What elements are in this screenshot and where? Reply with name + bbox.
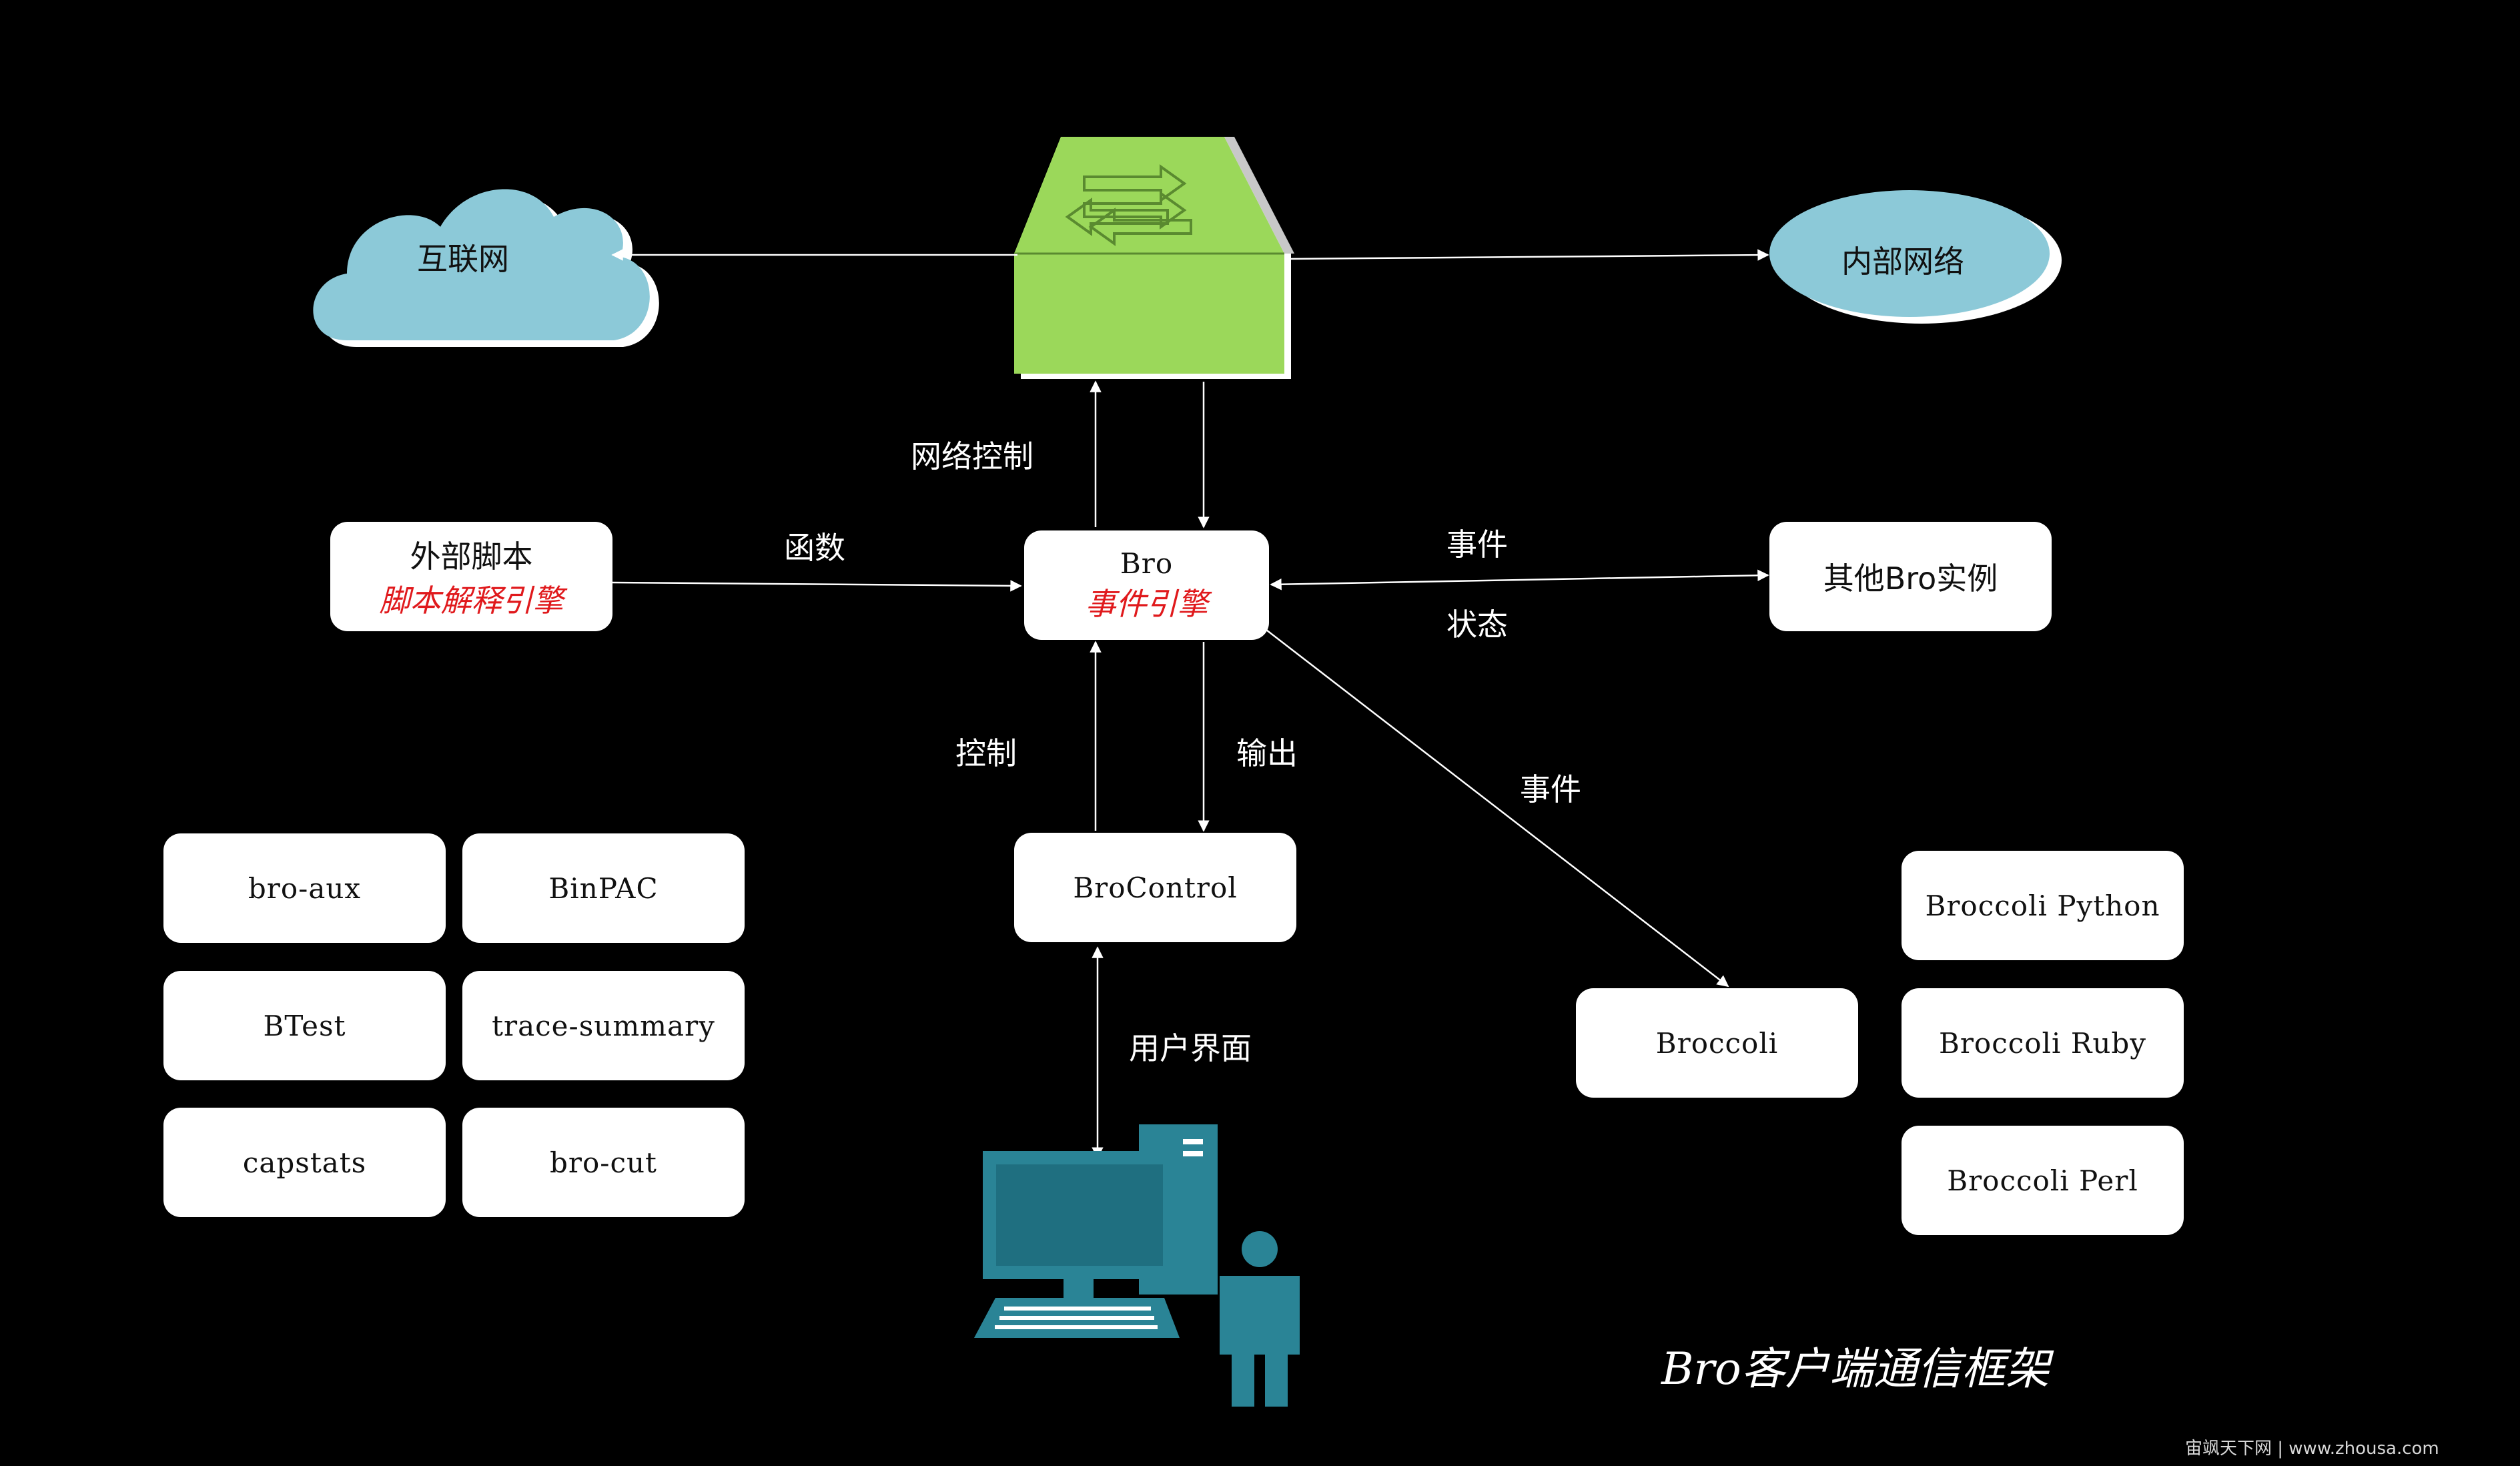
tool-box: BTest bbox=[163, 971, 446, 1080]
broccoli-ruby-node: Broccoli Ruby bbox=[1902, 988, 2184, 1098]
diagram-title: Bro客户端通信框架 bbox=[1661, 1343, 2050, 1395]
computer-icon bbox=[974, 1124, 1218, 1338]
control-label: 控制 bbox=[955, 735, 1017, 771]
network-control-label: 网络控制 bbox=[911, 438, 1033, 474]
tool-label: bro-aux bbox=[248, 871, 362, 905]
brocontrol-node: BroControl bbox=[1014, 833, 1296, 942]
bro-event-engine-node: Bro 事件引擎 bbox=[1024, 530, 1269, 640]
event-top-label: 事件 bbox=[1446, 526, 1508, 563]
watermark: 宙飒天下网 | www.zhousa.com bbox=[2185, 1439, 2439, 1459]
other-bro-node: 其他Bro实例 bbox=[1769, 522, 2052, 631]
external-script-node: 外部脚本 脚本解释引擎 bbox=[330, 522, 612, 631]
user-interface-label: 用户界面 bbox=[1129, 1030, 1252, 1066]
internet-label: 互联网 bbox=[417, 241, 509, 277]
connectors bbox=[611, 249, 1769, 1159]
tool-box: trace-summary bbox=[462, 971, 745, 1080]
user-icon bbox=[1220, 1231, 1300, 1407]
tool-box: capstats bbox=[163, 1108, 446, 1217]
internal-network-label: 内部网络 bbox=[1841, 244, 1964, 280]
broccoli-perl-label: Broccoli Perl bbox=[1947, 1164, 2138, 1197]
switch-icon bbox=[1014, 137, 1294, 379]
state-label: 状态 bbox=[1446, 607, 1508, 643]
script-engine-label: 脚本解释引擎 bbox=[379, 583, 564, 619]
function-label: 函数 bbox=[784, 530, 845, 566]
tool-box: bro-cut bbox=[462, 1108, 745, 1217]
tool-label: bro-cut bbox=[550, 1146, 657, 1179]
tool-label: capstats bbox=[242, 1146, 367, 1179]
event-engine-label: 事件引擎 bbox=[1085, 585, 1208, 622]
brocontrol-label: BroControl bbox=[1073, 871, 1238, 904]
tool-label: trace-summary bbox=[492, 1009, 715, 1042]
broccoli-label: Broccoli bbox=[1655, 1026, 1779, 1060]
bro-label: Bro bbox=[1120, 546, 1174, 580]
internal-network-ellipse bbox=[1769, 190, 2062, 324]
broccoli-ruby-label: Broccoli Ruby bbox=[1938, 1026, 2147, 1060]
tool-box: BinPAC bbox=[462, 833, 745, 943]
tool-box: bro-aux bbox=[163, 833, 446, 943]
broccoli-perl-node: Broccoli Perl bbox=[1902, 1126, 2184, 1235]
broccoli-python-label: Broccoli Python bbox=[1925, 889, 2160, 922]
tool-label: BTest bbox=[263, 1009, 346, 1042]
event-diag-label: 事件 bbox=[1520, 771, 1581, 807]
external-script-label: 外部脚本 bbox=[410, 538, 533, 575]
internet-cloud-icon bbox=[313, 189, 659, 347]
other-bro-label: 其他Bro实例 bbox=[1823, 561, 1998, 597]
broccoli-python-node: Broccoli Python bbox=[1902, 851, 2184, 960]
broccoli-node: Broccoli bbox=[1576, 988, 1858, 1098]
output-label: 输出 bbox=[1236, 735, 1298, 771]
tool-label: BinPAC bbox=[548, 871, 659, 905]
